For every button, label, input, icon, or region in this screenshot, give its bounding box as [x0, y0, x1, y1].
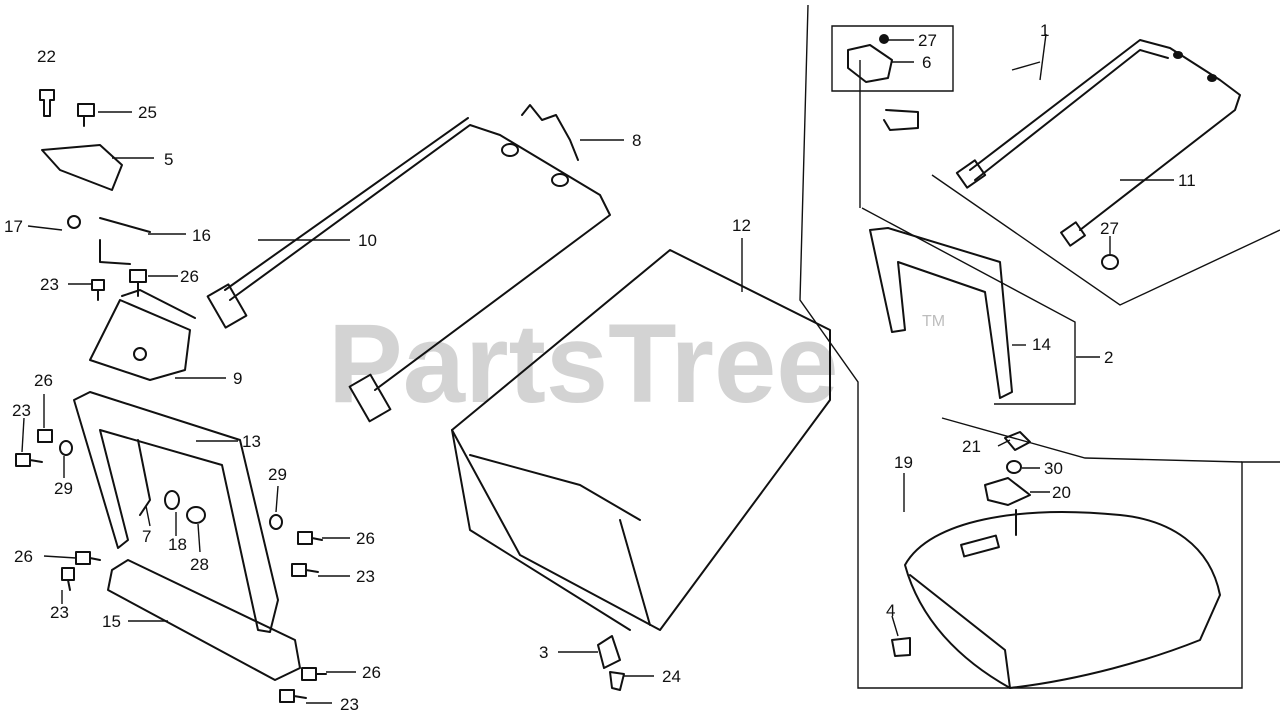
cable-part-8	[521, 104, 579, 161]
bolt-26-bottom	[301, 667, 327, 681]
callout-26-bottom: 26	[362, 663, 381, 682]
bolt-23-bottom	[279, 689, 307, 703]
callout-27-lower: 27	[1100, 219, 1119, 238]
washer-29-left	[59, 440, 73, 456]
bolt-4	[891, 637, 911, 657]
callout-24: 24	[662, 667, 681, 686]
callout-20: 20	[1052, 483, 1071, 502]
box-part-6-group	[831, 25, 954, 92]
callout-16: 16	[192, 226, 211, 245]
bolt-26-lower	[75, 551, 101, 565]
bolt-26-left	[37, 429, 53, 443]
bolt-23-right	[291, 563, 319, 577]
callout-26-left: 26	[34, 371, 53, 390]
callout-4: 4	[886, 601, 895, 620]
callout-23-bottom: 23	[340, 695, 359, 714]
callout-6: 6	[922, 53, 931, 72]
callout-29-right: 29	[268, 465, 287, 484]
nut-27	[1101, 254, 1119, 270]
washer-part-18	[164, 490, 180, 510]
callout-11: 11	[1178, 171, 1196, 190]
bracket-part-5	[41, 144, 123, 191]
callout-8: 8	[632, 131, 641, 150]
pin-part-7	[137, 439, 151, 516]
callout-labels: 1 2 3 4 5 6 7 8 9 10 11 12 13 14 15 16 1…	[4, 21, 1196, 714]
callout-23-lower: 23	[50, 603, 69, 622]
callout-25: 25	[138, 103, 157, 122]
handle-part-9	[89, 289, 196, 381]
callout-12: 12	[732, 216, 751, 235]
watermark: PartsTree TM	[328, 301, 945, 426]
callout-29-left: 29	[54, 479, 73, 498]
callout-10: 10	[358, 231, 377, 250]
callout-30: 30	[1044, 459, 1063, 478]
frame-part-14	[869, 227, 1013, 399]
leader-lines	[21, 33, 1174, 704]
callout-9: 9	[233, 369, 242, 388]
callout-23-right: 23	[356, 567, 375, 586]
callout-22: 22	[37, 47, 56, 66]
callout-7: 7	[142, 527, 151, 546]
callout-28: 28	[190, 555, 209, 574]
callout-26-right: 26	[356, 529, 375, 548]
bolt-23-lower	[61, 567, 75, 591]
bolt-22	[39, 89, 55, 117]
rod-part-10	[206, 117, 611, 423]
washer-29-right	[269, 514, 283, 530]
cover-assembly-part-19	[904, 509, 1221, 689]
bracket-part-15	[107, 559, 301, 681]
callout-18: 18	[168, 535, 187, 554]
bolt-26-right	[297, 531, 323, 545]
callout-19: 19	[894, 453, 913, 472]
callout-3: 3	[539, 643, 548, 662]
bolt-23-left	[15, 453, 43, 467]
callout-23-upper: 23	[40, 275, 59, 294]
callout-15: 15	[102, 612, 121, 631]
clip-part-3	[597, 635, 621, 669]
nut-part-28	[186, 506, 206, 524]
nut-30	[1006, 460, 1022, 474]
callout-17: 17	[4, 217, 23, 236]
clip-part-6	[847, 34, 893, 83]
watermark-brand: PartsTree	[328, 301, 839, 426]
spring-clip	[883, 109, 919, 131]
callout-26-upper: 26	[180, 267, 199, 286]
clip-part-17	[67, 215, 81, 229]
group-outlines	[799, 4, 1280, 689]
fasteners	[15, 89, 327, 703]
callout-23-left: 23	[12, 401, 31, 420]
callout-27-upper: 27	[918, 31, 937, 50]
spring-part-16	[99, 217, 151, 265]
callout-1: 1	[1040, 21, 1049, 40]
callout-14: 14	[1032, 335, 1051, 354]
bolt-23-upper	[91, 279, 105, 301]
callout-26-lower: 26	[14, 547, 33, 566]
bolt-26-upper	[129, 269, 147, 297]
callout-21: 21	[962, 437, 981, 456]
frame-part-13	[73, 391, 279, 633]
rod-assembly-upper-right	[955, 39, 1241, 247]
callout-2: 2	[1104, 348, 1113, 367]
nut-21	[1004, 431, 1031, 451]
callout-13: 13	[242, 432, 261, 451]
bolt-25	[77, 103, 95, 127]
clamp-part-20	[984, 477, 1031, 506]
bolt-24	[609, 671, 625, 691]
grass-bag-part-12	[451, 249, 831, 631]
watermark-trademark: TM	[922, 313, 945, 330]
callout-5: 5	[164, 150, 173, 169]
